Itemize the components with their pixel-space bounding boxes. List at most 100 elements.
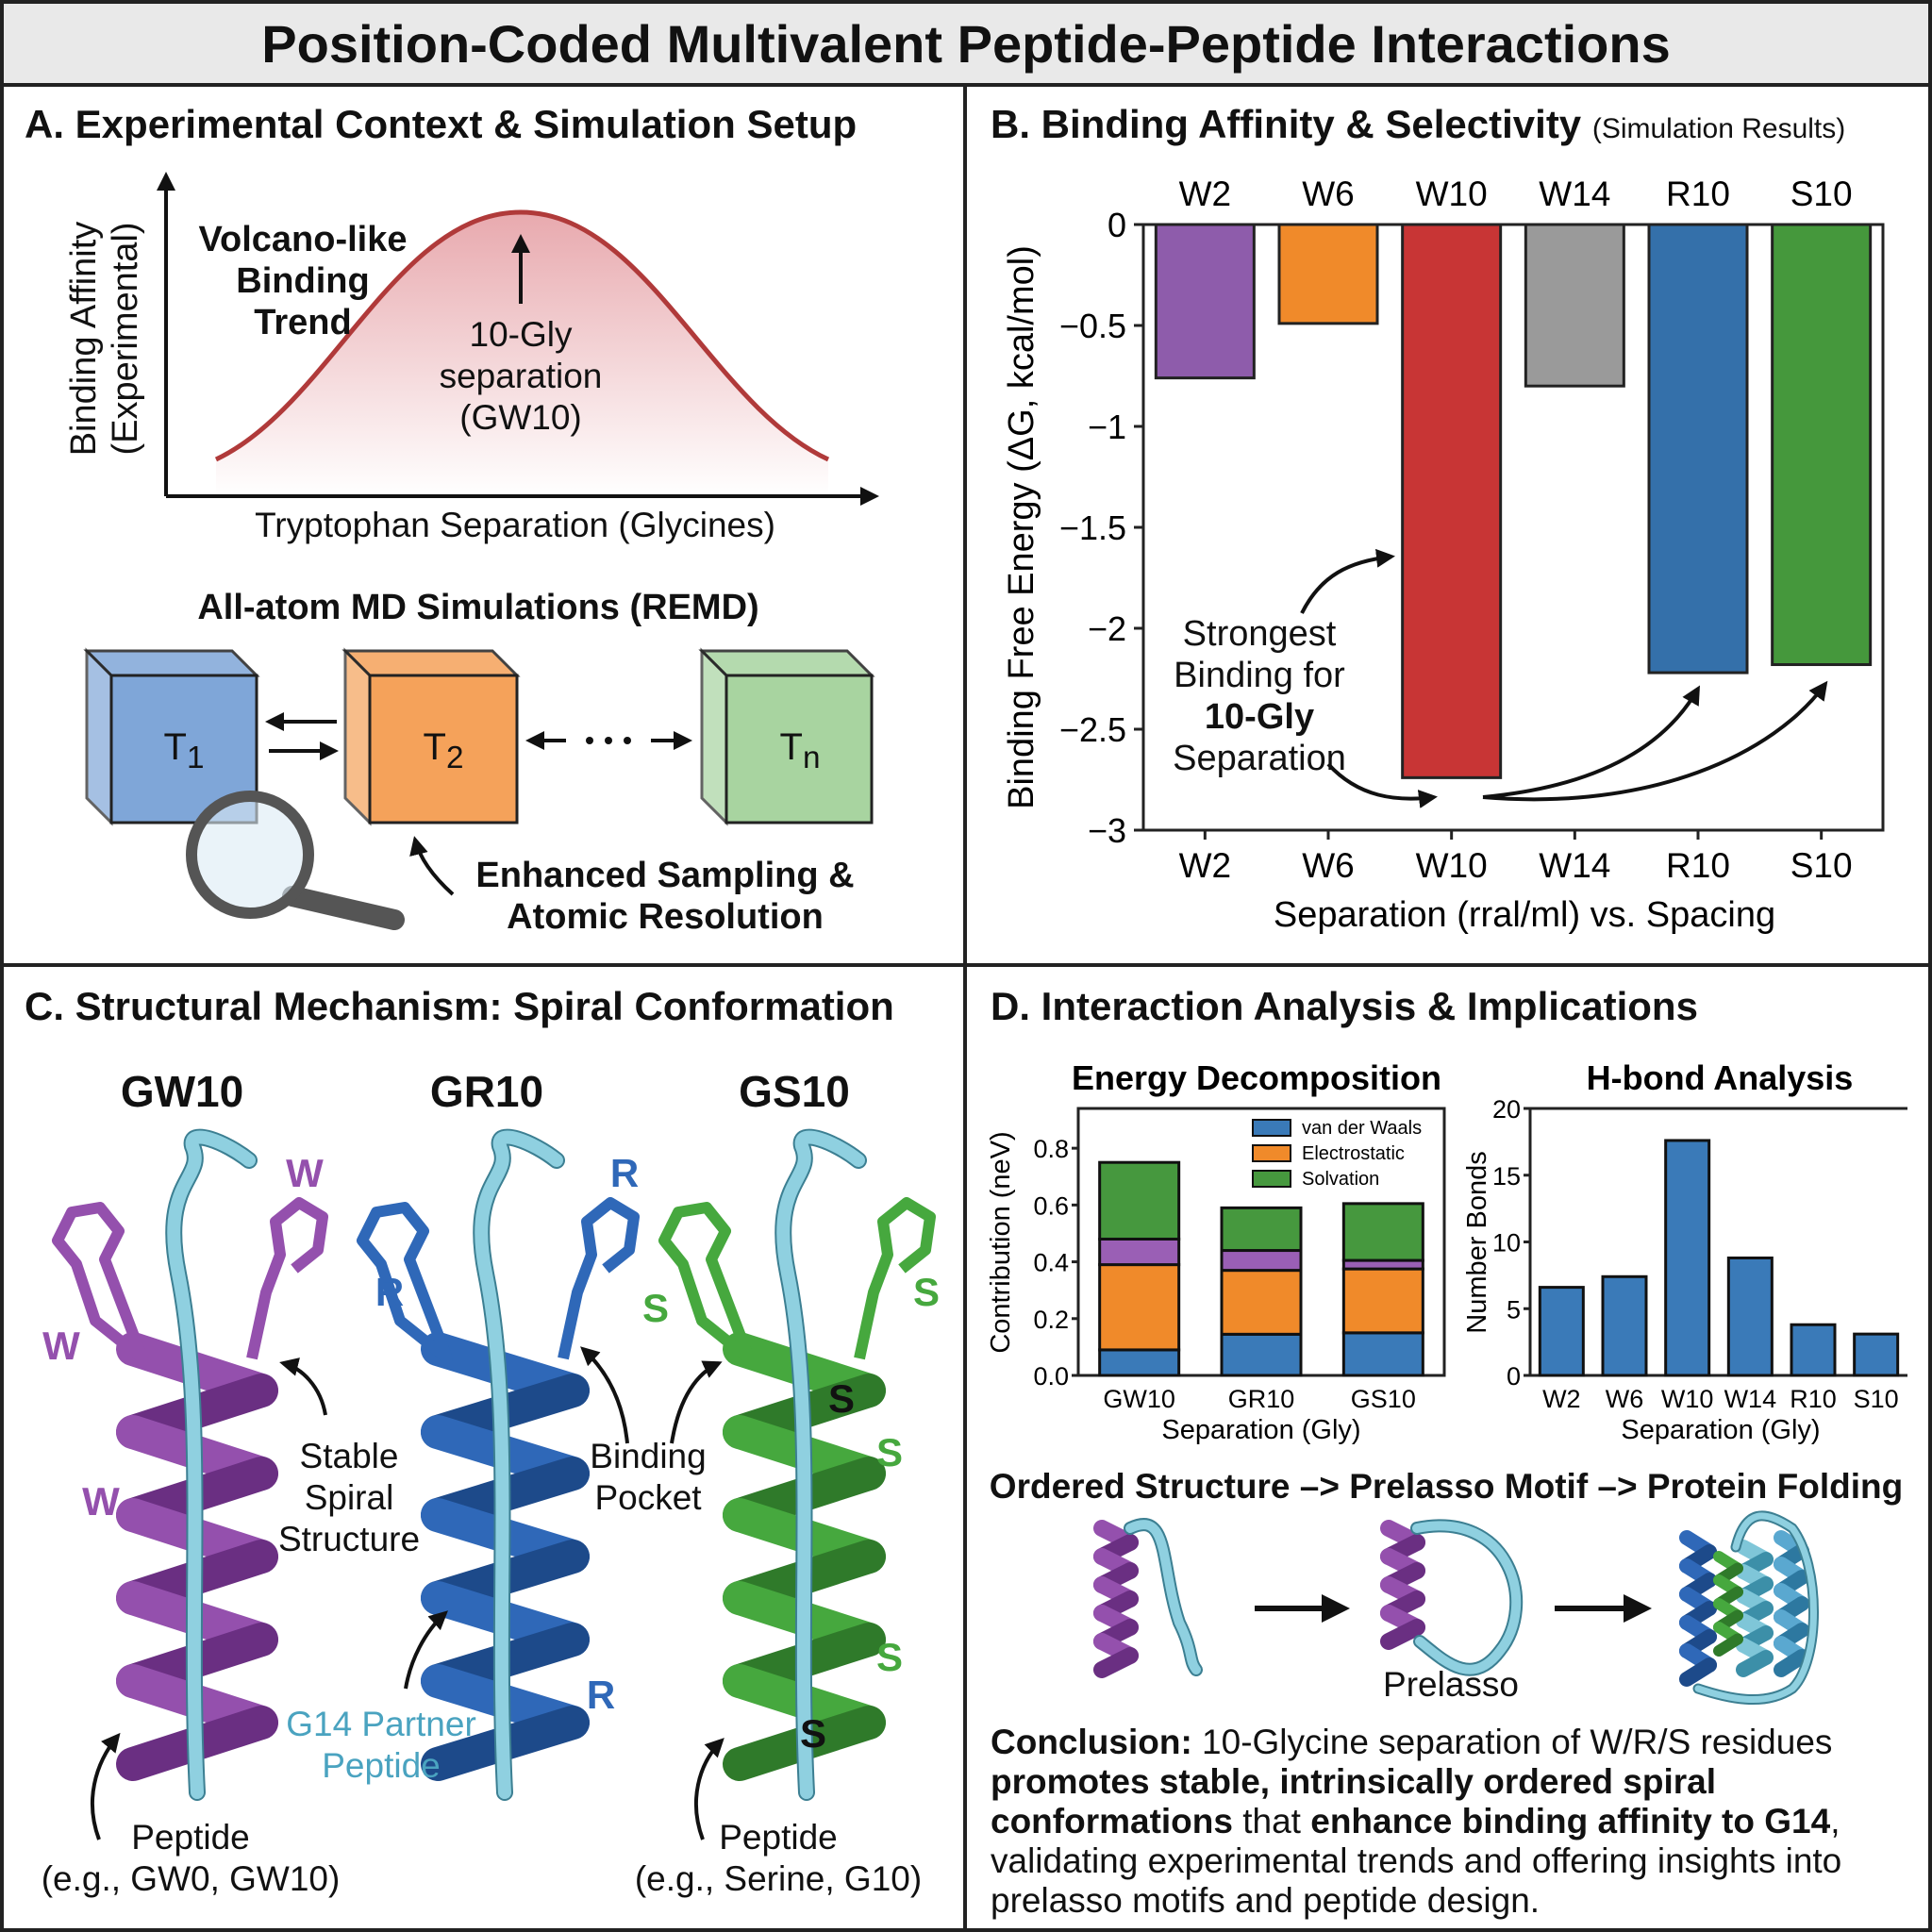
top-tick-label: W6 [1302, 175, 1355, 213]
stack-segment-other [1098, 1237, 1181, 1267]
partner-peptide-tube [167, 1130, 256, 1799]
x-tick-label: W6 [1606, 1385, 1644, 1413]
side-chain-left [52, 1202, 148, 1364]
text-line: Volcano-like [198, 220, 408, 259]
text: that [1232, 1802, 1311, 1840]
volcano-fill [216, 212, 828, 496]
strongest-binding-annotation: Strongest Binding for 10-Gly Separation [1173, 613, 1346, 779]
x-tick-label: W14 [1539, 846, 1610, 885]
arrow-icon [1482, 685, 1700, 799]
peptide-name-gs10: GS10 [739, 1067, 850, 1116]
legend-swatch [1252, 1119, 1291, 1137]
text-line: Binding for [1174, 656, 1345, 695]
x-tick-label: W10 [1661, 1385, 1714, 1413]
bar-W10 [1401, 223, 1503, 779]
y-tick-label: −2.5 [1059, 710, 1126, 749]
bar-W2 [1154, 223, 1256, 380]
text-line: (e.g., GW0, GW10) [41, 1859, 341, 1898]
peak-label: 10-Gly separation (GW10) [440, 314, 603, 439]
panel-a-title: A. Experimental Context & Simulation Set… [25, 102, 858, 146]
y-tick-label: 0.0 [1033, 1362, 1069, 1391]
text: 10-Glycine separation of W/R/S residues [1191, 1723, 1833, 1761]
side-chain-left [357, 1202, 453, 1364]
legend-entry: van der Waals [1302, 1118, 1422, 1139]
y-tick-label: 10 [1492, 1229, 1521, 1257]
conclusion-lead: Conclusion: [991, 1723, 1192, 1761]
residue-label-S: S [800, 1711, 826, 1756]
md-title: All-atom MD Simulations (REMD) [197, 588, 759, 627]
legend-entry: Solvation [1302, 1169, 1379, 1190]
partner-peptide-tube [475, 1130, 563, 1799]
dot [605, 737, 612, 744]
text-line: Pocket [594, 1478, 702, 1517]
y-tick-label: 5 [1507, 1295, 1521, 1324]
text-line: 10-Gly [469, 315, 573, 354]
top-tick-label: S10 [1790, 175, 1853, 213]
bar-W14 [1726, 1256, 1774, 1377]
residue-label-S: S [876, 1430, 903, 1474]
y-tick-label: 0.2 [1033, 1306, 1069, 1334]
peptide-name-gr10: GR10 [429, 1067, 544, 1116]
side-chain-right [558, 1197, 640, 1360]
label: T [779, 726, 803, 768]
stack-segment-van-der-waals [1341, 1331, 1424, 1377]
text-line: Peptide [131, 1818, 250, 1857]
y-tick-label: 0.8 [1033, 1135, 1069, 1163]
arrow-icon [90, 1732, 121, 1840]
bar-R10 [1790, 1323, 1837, 1377]
replica-tn-label: Tn [780, 726, 821, 779]
stack-segment-electrostatic [1341, 1267, 1424, 1335]
dot [624, 737, 631, 744]
partner-peptide-tube [1125, 1520, 1201, 1674]
replica-cube-t2-front [368, 674, 519, 824]
label: T [163, 726, 187, 768]
legend-swatch [1252, 1170, 1291, 1188]
y-tick-label: −2 [1088, 609, 1126, 648]
residue-label-R: R [587, 1673, 615, 1717]
y-tick-label: 15 [1492, 1162, 1521, 1191]
panel-divider-horizontal [0, 963, 1932, 967]
legend-entry: Electrostatic [1302, 1143, 1405, 1164]
arrow-icon [279, 1357, 327, 1416]
volcano-curve [214, 209, 830, 462]
y-tick-label: 20 [1492, 1095, 1521, 1124]
stack-segment-solvation [1098, 1160, 1181, 1241]
binding-pocket-label: Binding Pocket [590, 1436, 706, 1519]
top-tick-label: R10 [1666, 175, 1730, 213]
x-axis-label: Separation (rral/ml) vs. Spacing [1274, 895, 1775, 935]
x-tick-label: S10 [1854, 1385, 1899, 1413]
residue-label-R: R [375, 1270, 404, 1314]
text-line: Enhanced Sampling & [475, 856, 855, 895]
x-tick-label: W6 [1302, 846, 1355, 885]
bar-R10 [1647, 223, 1749, 675]
y-tick-label: −1 [1088, 408, 1126, 446]
partner-peptide-tube [1694, 1512, 1817, 1703]
trend-label: Volcano-like Binding Trend [198, 219, 407, 343]
y-tick-label: 0 [1108, 206, 1126, 244]
flow-title: Ordered Structure –> Prelasso Motif –> P… [989, 1467, 1904, 1506]
x-tick-label: W2 [1542, 1385, 1581, 1413]
text-line: 10-Gly [1204, 697, 1315, 737]
x-tick-label: W14 [1724, 1385, 1777, 1413]
residue-label-S: S [913, 1270, 940, 1314]
y-axis-label: Contribution (neV) [986, 1131, 1016, 1353]
text-line: Strongest [1182, 614, 1337, 654]
legend-swatch [1252, 1144, 1291, 1162]
text-line: Atomic Resolution [507, 897, 824, 937]
volcano-xlabel: Tryptophan Separation (Glycines) [255, 506, 775, 544]
sampling-label: Enhanced Sampling & Atomic Resolution [475, 855, 854, 938]
text-line: separation [439, 357, 603, 395]
residue-label-S: S [876, 1635, 903, 1679]
subscript: 2 [445, 741, 464, 775]
x-tick-label: GS10 [1351, 1385, 1416, 1413]
bar-W6 [1601, 1274, 1648, 1377]
panel-c-title: C. Structural Mechanism: Spiral Conforma… [25, 984, 894, 1028]
stack-segment-solvation [1220, 1206, 1303, 1253]
residue-label-S: S [642, 1286, 669, 1330]
stack-segment-van-der-waals [1220, 1332, 1303, 1377]
text-line: Peptide [719, 1818, 838, 1857]
label: T [423, 726, 446, 768]
